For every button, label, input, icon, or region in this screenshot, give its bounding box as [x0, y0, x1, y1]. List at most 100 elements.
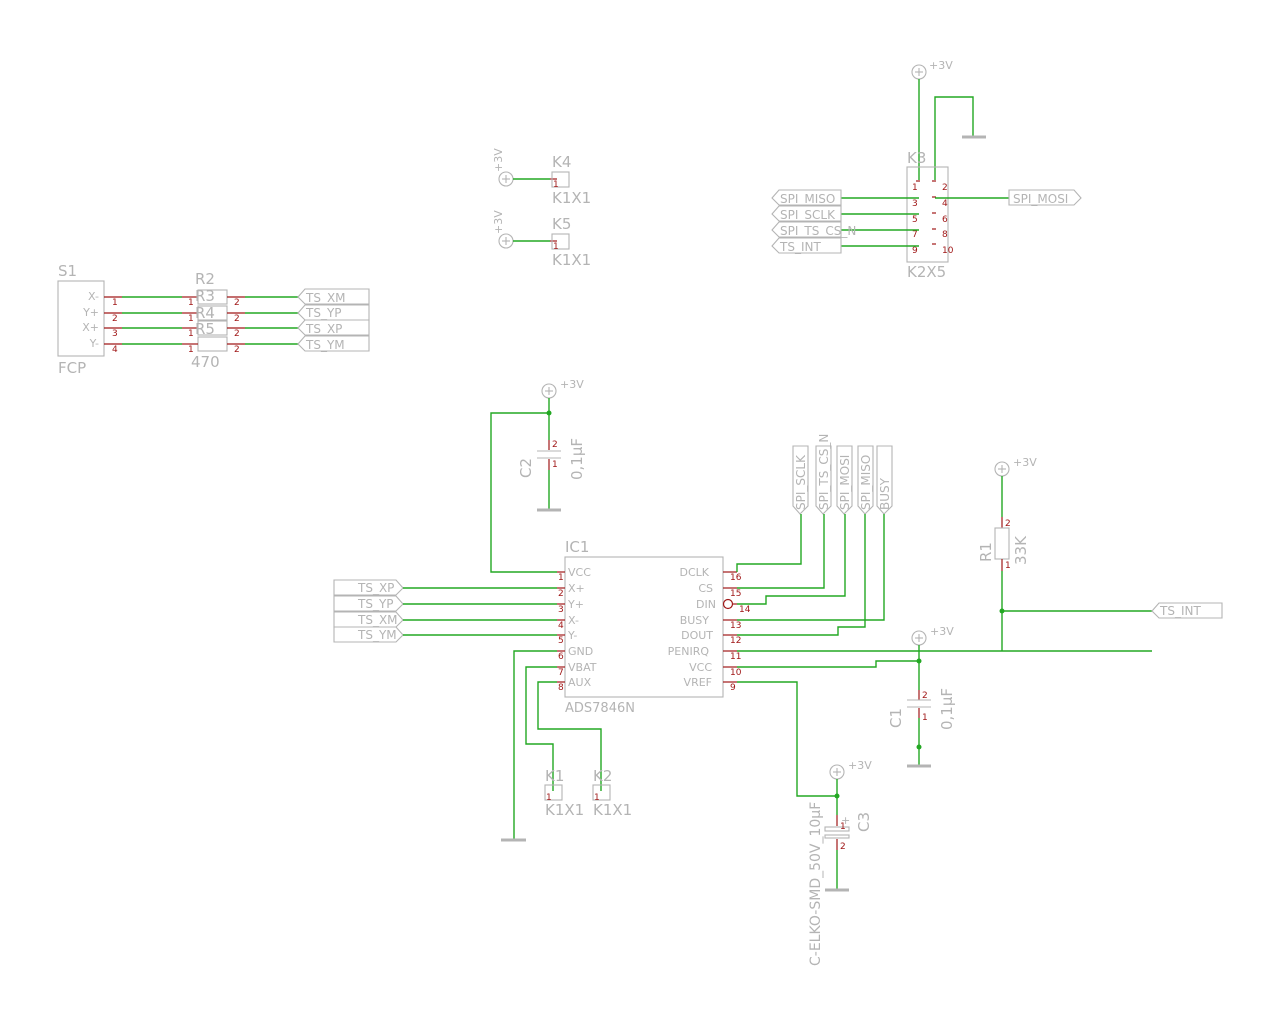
resistor-pin-number: 2 — [234, 345, 240, 355]
k3-pin-number: 2 — [942, 183, 948, 193]
k5-name: K5 — [552, 215, 571, 233]
net-label-flag — [857, 445, 874, 515]
ic1-pin-name: AUX — [568, 676, 592, 689]
k3-pin-number: 9 — [912, 246, 918, 256]
net-label-spi-mosi: SPI_MOSI — [1013, 192, 1068, 206]
ic1-pin-number: 7 — [558, 668, 564, 678]
ic1-pin-number: 4 — [558, 621, 564, 631]
power-label: +3V — [930, 625, 954, 638]
resistor-pin-number: 2 — [234, 314, 240, 324]
net-label-flag — [297, 319, 370, 336]
r1-value: 33K — [1012, 535, 1030, 565]
component-c1[interactable]: +3V 2 1 C1 0,1µF — [887, 625, 956, 768]
component-k3[interactable]: +3V K3 K2X5 1 3 5 7 9 2 4 6 8 10 — [906, 59, 986, 281]
k3-value: K2X5 — [907, 263, 946, 281]
component-c3[interactable]: +3V + 1 2 C3 C-ELKO-SMD_50V_10µF — [808, 759, 873, 966]
net-label-flag — [297, 288, 370, 305]
c1-pin-number: 1 — [922, 713, 928, 723]
ic1-value: ADS7846N — [565, 701, 635, 716]
ic1-pin-name: GND — [568, 645, 593, 658]
ic1-pin-name: X- — [568, 614, 579, 627]
component-ic1[interactable]: IC1 ADS7846N VCC X+ Y+ X- Y- GND VBAT AU… — [557, 538, 751, 716]
ic1-pin-name: Y- — [567, 629, 577, 642]
power-label: +3V — [848, 759, 872, 772]
component-k1[interactable]: 1 K1 K1X1 — [544, 767, 584, 819]
ic1-right-wires — [736, 514, 1152, 797]
ts-int-net-label: TS_INT — [1151, 602, 1223, 619]
c1-name: C1 — [887, 708, 905, 728]
k3-net-labels: SPI_MISO SPI_SCLK SPI_TS_CS_N TS_INT SPI… — [771, 189, 1082, 254]
power-label: +3V — [492, 148, 505, 172]
r1-pin-number: 2 — [1005, 519, 1011, 529]
c2-pin-number: 1 — [552, 460, 558, 470]
junction — [834, 793, 840, 799]
net-label-flag — [815, 445, 832, 515]
s1-pin-label: X- — [88, 290, 99, 303]
power-label: +3V — [560, 378, 584, 391]
k3-pin-number: 4 — [942, 199, 948, 209]
r3-name: R3 — [195, 287, 215, 305]
resistor-to-label-wires — [245, 296, 298, 345]
ic1-pin-number: 3 — [558, 605, 564, 615]
net-label-ts-yp: TS_YP — [305, 306, 342, 320]
k3-pin-number: 1 — [912, 183, 918, 193]
s1-pin-label: X+ — [82, 321, 99, 334]
ic1-pin-name: VBAT — [568, 661, 597, 674]
component-resistor-array[interactable]: R2 R3 R4 R5 470 1 1 1 1 2 2 2 2 — [182, 270, 245, 371]
k1-name: K1 — [545, 767, 564, 785]
k2-value: K1X1 — [593, 801, 632, 819]
net-label-flag — [771, 189, 842, 206]
ic1-pin-name: PENIRQ — [668, 645, 710, 658]
net-label-flag — [792, 445, 809, 515]
component-k2[interactable]: 1 K2 K1X1 — [592, 767, 632, 819]
c2-pin-number: 2 — [552, 440, 558, 450]
ic1-pin-number: 8 — [558, 683, 564, 693]
s1-pin-number: 3 — [112, 329, 118, 339]
ic1-pin-name: VCC — [568, 566, 591, 579]
net-label-flag — [1151, 602, 1223, 619]
ic1-pin-number: 5 — [558, 636, 564, 646]
s1-resistor-wires — [104, 296, 182, 345]
c1-value: 0,1µF — [938, 688, 956, 730]
ic1-pin-number: 6 — [558, 652, 564, 662]
k2-name: K2 — [593, 767, 612, 785]
net-label-ts-xp: TS_XP — [357, 581, 394, 595]
k3-pin-number: 3 — [912, 199, 918, 209]
component-s1[interactable]: S1 FCP X- Y+ X+ Y- 1 2 3 4 — [57, 262, 118, 377]
resistor-pin-number: 1 — [188, 314, 194, 324]
r4-name: R4 — [195, 304, 215, 322]
k3-pin-number: 5 — [912, 215, 918, 225]
k3-pin-number: 6 — [942, 215, 948, 225]
junction — [916, 658, 922, 664]
net-label-spi-ts-cs-n: SPI_TS_CS_N — [780, 224, 856, 238]
net-label-flag — [297, 335, 370, 352]
r5-name: R5 — [195, 320, 215, 338]
ic1-pin-number: 2 — [558, 589, 564, 599]
net-label-ts-int: TS_INT — [779, 240, 821, 254]
k3-wires — [841, 197, 1009, 247]
ic1-pin-name: DIN — [696, 598, 716, 611]
component-k5[interactable]: +3V 1 K5 K1X1 — [492, 210, 591, 269]
s1-net-labels: TS_XM TS_YP TS_XP TS_YM — [297, 288, 370, 352]
component-k4[interactable]: +3V 1 K4 K1X1 — [492, 148, 591, 207]
net-label-flag — [1008, 189, 1082, 206]
ic1-pin-number: 9 — [730, 683, 736, 693]
k3-pin-number: 8 — [942, 230, 948, 240]
component-c2[interactable]: +3V 2 1 C2 0,1µF — [517, 378, 586, 512]
net-label-ts-xm: TS_XM — [357, 613, 398, 627]
ic1-left-net-labels: TS_XP TS_YP TS_XM TS_YM — [333, 579, 557, 643]
net-label-flag — [333, 626, 404, 643]
component-r1[interactable]: +3V 2 1 R1 33K — [977, 456, 1037, 611]
net-label-spi-mosi: SPI_MOSI — [838, 455, 852, 510]
ic1-pin-number: 12 — [730, 636, 741, 646]
resistor-pin-number: 1 — [188, 329, 194, 339]
s1-pin-label: Y- — [89, 337, 99, 350]
vcc-wire — [490, 412, 557, 573]
ic1-pin-name: BUSY — [680, 614, 710, 627]
s1-pin-number: 1 — [112, 298, 118, 308]
net-label-ts-yp: TS_YP — [357, 597, 394, 611]
resistor-pin-number: 2 — [234, 329, 240, 339]
k3-pin-number: 10 — [942, 246, 954, 256]
c3-pin-number: 2 — [840, 842, 846, 852]
